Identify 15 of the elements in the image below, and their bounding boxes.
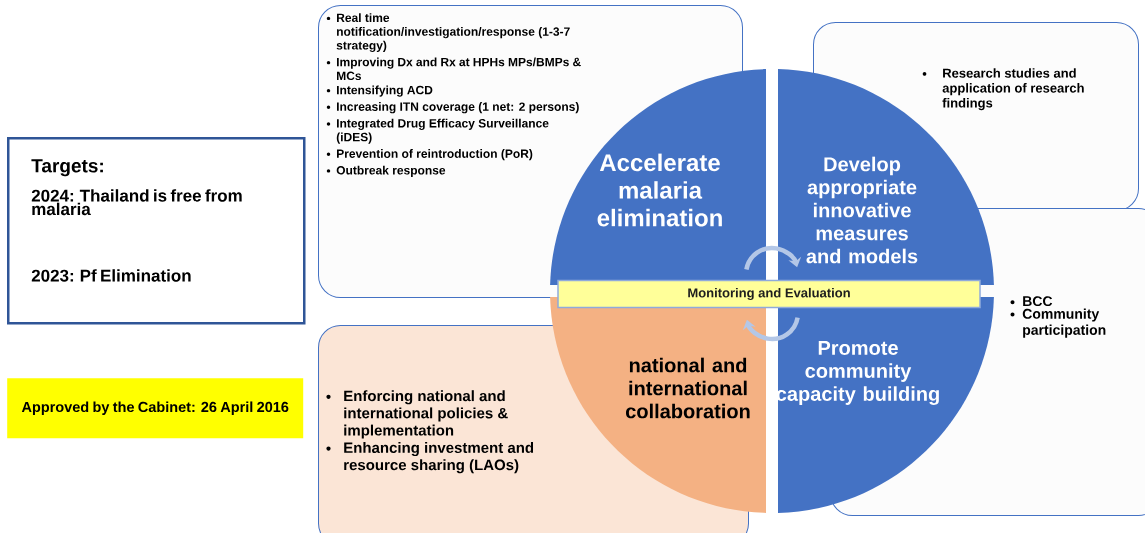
target-box: Targets: 2024: Thailand is free from malaria 2023: Pf Elimination xyxy=(7,137,306,325)
bullet-item: Enforcing national and international policies & implementation xyxy=(344,390,508,439)
approval-banner: Approved by the Cabinet: 26 April 2016 xyxy=(7,378,304,439)
bullet-item: Real time notification/investigation/response (1-3-7 strategy) xyxy=(336,13,570,53)
bullet-item: BCC xyxy=(1023,296,1053,307)
bullet-item: Community participation xyxy=(1022,308,1106,338)
bullet-item: Prevention of reintroduction (PoR) xyxy=(337,149,533,161)
bullet-item: Integrated Drug Efficacy Surveillance (iDES) xyxy=(336,118,549,144)
banner-bar: Monitoring and Evaluation xyxy=(557,279,981,309)
bullet-item: Outbreak response xyxy=(336,165,446,177)
curved-arrow xyxy=(742,316,800,342)
bullet-item: Intensifying ACD xyxy=(337,85,433,97)
circle-quadrant: Promote community capacity building xyxy=(776,297,994,513)
bullet-item: Enhancing investment and resource sharing (LAOs) xyxy=(344,442,534,474)
curved-arrow xyxy=(744,245,802,271)
